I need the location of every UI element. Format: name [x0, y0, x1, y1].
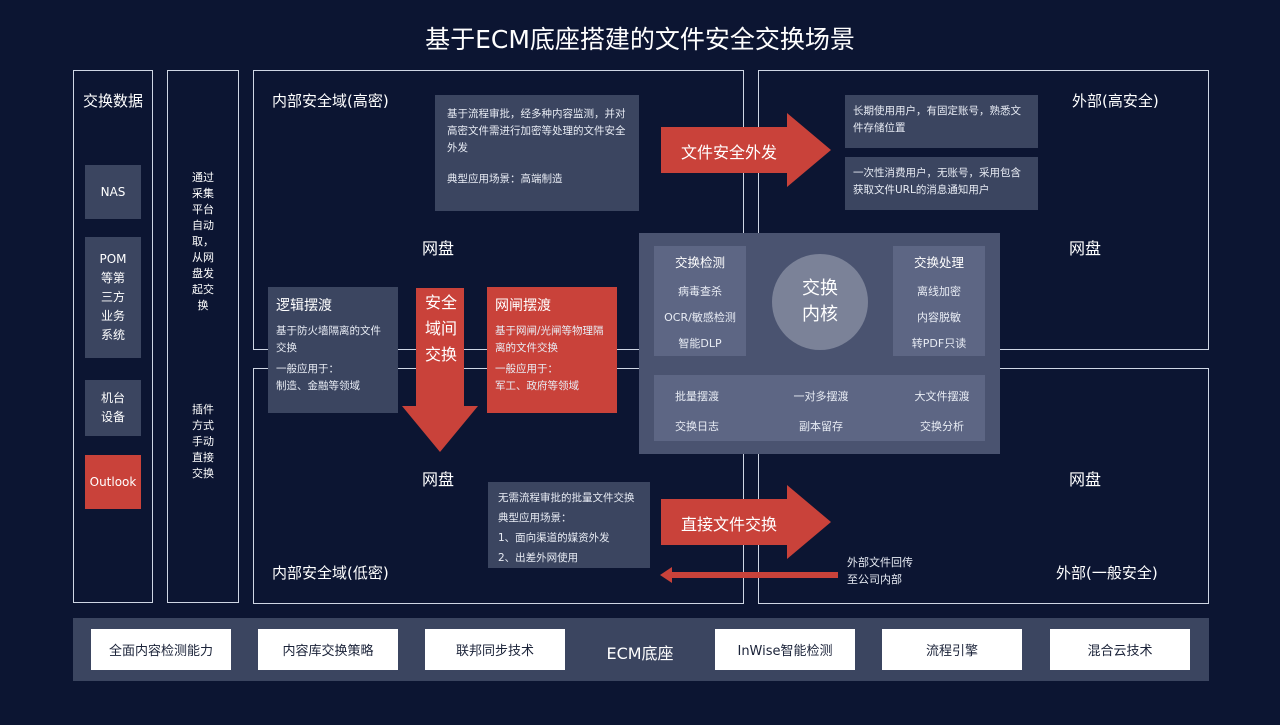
- external-low-label: 外部(一般安全): [1056, 564, 1158, 582]
- direct-exchange-label: 直接文件交换: [681, 515, 778, 534]
- gateway-ferry-desc: 基于网闸/光闸等物理隔离的文件交换: [495, 325, 604, 354]
- secure-outbound-arrow: [661, 113, 831, 187]
- detect-item: 智能DLP: [678, 337, 722, 350]
- internal-low-label: 内部安全域(低密): [272, 564, 389, 582]
- internal-high-label: 内部安全域(高密): [272, 92, 389, 110]
- external-low-netdisk: 网盘: [1069, 470, 1102, 489]
- internal-low-desc-line: 典型应用场景：: [498, 512, 572, 524]
- logic-ferry-title: 逻辑摆渡: [276, 298, 332, 314]
- direct-exchange-arrow: [661, 485, 831, 559]
- gateway-ferry-apply: 军工、政府等领域: [495, 380, 579, 392]
- collection-auto-text: 通过采集平台自动取，从网盘发起交换: [192, 171, 214, 312]
- ecm-chip-hybrid-cloud: 混合云技术: [1050, 629, 1190, 670]
- detect-item: OCR/敏感检测: [664, 311, 736, 324]
- gateway-ferry-apply-label: 一般应用于：: [495, 363, 558, 375]
- internal-high-desc: 基于流程审批，经多种内容监测，并对高密文件需进行加密等处理的文件安全外发: [447, 108, 626, 154]
- ecm-chip-repo-strategy: 内容库交换策略: [258, 629, 398, 670]
- security-domain-arrow: [402, 288, 478, 452]
- gateway-ferry-title: 网闸摆渡: [495, 298, 551, 314]
- internal-low-desc-line: 1、面向渠道的媒资外发: [498, 532, 610, 544]
- return-arrow: [660, 567, 838, 583]
- ecm-chip-inwise: InWise智能检测: [715, 629, 855, 670]
- collection-manual-text: 插件方式手动直接交换: [192, 403, 214, 480]
- internal-low-desc-line: 无需流程审批的批量文件交换: [498, 492, 635, 504]
- external-high-label: 外部(高安全): [1072, 92, 1159, 110]
- logic-ferry-apply: 制造、金融等领域: [276, 380, 360, 392]
- internal-high-desc-box: 基于流程审批，经多种内容监测，并对高密文件需进行加密等处理的文件安全外发 典型应…: [435, 95, 639, 211]
- diagram-title: 基于ECM底座搭建的文件安全交换场景: [425, 25, 855, 54]
- source-item-machine: 机台设备: [85, 380, 141, 436]
- exchange-data-heading: 交换数据: [82, 92, 143, 110]
- exchange-data-panel: [73, 70, 153, 603]
- security-domain-arrow-label: 安全域间交换: [425, 293, 458, 364]
- external-note-long-term: 长期使用用户，有固定账号，熟悉文件存储位置: [845, 95, 1038, 148]
- internal-low-desc-line: 2、出差外网使用: [498, 552, 579, 564]
- gateway-ferry-box: 网闸摆渡 基于网闸/光闸等物理隔离的文件交换 一般应用于： 军工、政府等领域: [487, 287, 617, 413]
- external-note-one-time: 一次性消费用户，无账号，采用包含获取文件URL的消息通知用户: [845, 157, 1038, 210]
- exchange-process-box: 交换处理 离线加密 内容脱敏 转PDF只读: [893, 246, 985, 356]
- exchange-detect-title: 交换检测: [674, 255, 725, 270]
- internal-low-desc-box: 无需流程审批的批量文件交换 典型应用场景： 1、面向渠道的媒资外发 2、出差外网…: [488, 482, 650, 568]
- ecm-chip-content-detection: 全面内容检测能力: [91, 629, 231, 670]
- source-item-nas: NAS: [85, 165, 141, 219]
- process-item: 转PDF只读: [911, 337, 967, 350]
- detect-item: 病毒查杀: [678, 285, 722, 298]
- capability-item: 副本留存: [799, 420, 843, 433]
- capability-item: 大文件摆渡: [914, 390, 970, 403]
- process-item: 内容脱敏: [917, 311, 961, 324]
- logic-ferry-desc: 基于防火墙隔离的文件交换: [276, 325, 381, 354]
- return-label: 外部文件回传至公司内部: [847, 556, 913, 586]
- exchange-process-title: 交换处理: [913, 255, 964, 270]
- internal-high-scenario: 典型应用场景：高端制造: [447, 173, 563, 185]
- exchange-capabilities-box: 批量摆渡 一对多摆渡 大文件摆渡 交换日志 副本留存 交换分析: [654, 375, 985, 441]
- exchange-kernel-circle: 交换内核: [772, 254, 868, 350]
- ecm-chip-federated-sync: 联邦同步技术: [425, 629, 565, 670]
- logic-ferry-apply-label: 一般应用于：: [276, 363, 339, 375]
- ecm-chip-workflow: 流程引擎: [882, 629, 1022, 670]
- ecm-base-label: ECM底座: [606, 644, 674, 663]
- capability-item: 交换日志: [675, 420, 719, 433]
- external-high-netdisk: 网盘: [1069, 239, 1102, 258]
- exchange-kernel-label: 交换内核: [802, 278, 838, 325]
- source-item-pom: POM等第三方业务系统: [85, 237, 141, 358]
- process-item: 离线加密: [917, 285, 961, 298]
- internal-high-netdisk: 网盘: [422, 239, 455, 258]
- secure-outbound-label: 文件安全外发: [681, 143, 778, 162]
- source-item-outlook: Outlook: [85, 455, 141, 509]
- internal-low-netdisk: 网盘: [422, 470, 455, 489]
- logic-ferry-box: 逻辑摆渡 基于防火墙隔离的文件交换 一般应用于： 制造、金融等领域: [268, 287, 398, 413]
- capability-item: 批量摆渡: [675, 390, 719, 403]
- capability-item: 交换分析: [920, 420, 964, 433]
- capability-item: 一对多摆渡: [793, 390, 849, 403]
- exchange-detect-box: 交换检测 病毒查杀 OCR/敏感检测 智能DLP: [654, 246, 746, 356]
- collection-panel: [167, 70, 239, 603]
